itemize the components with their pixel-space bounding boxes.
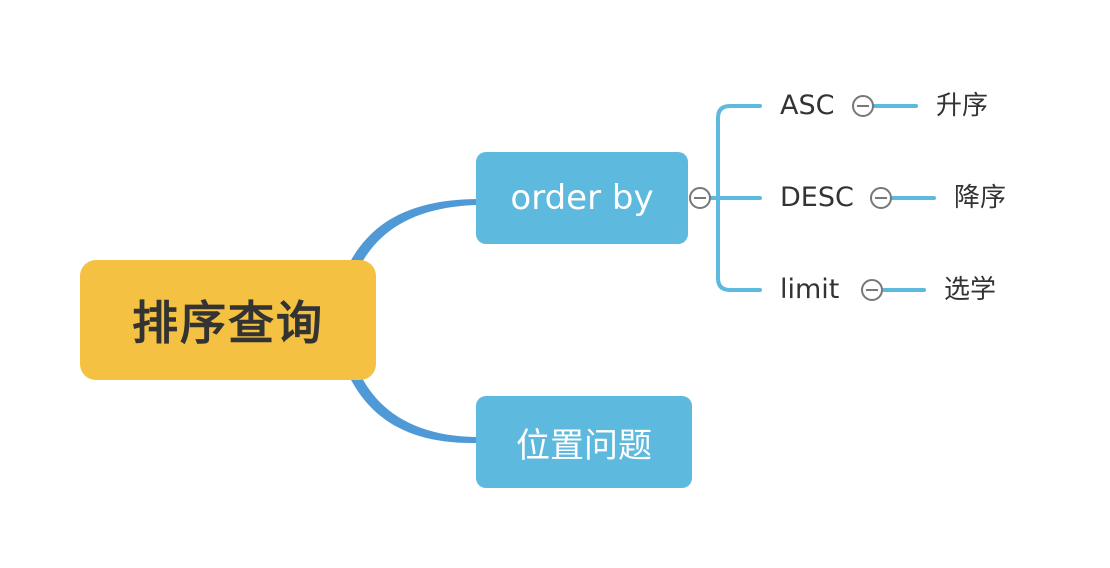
collapse-asc-icon[interactable] (852, 95, 874, 117)
subtopic-desc-label: DESC (780, 182, 854, 213)
leaf-ascending-label: 升序 (936, 91, 989, 121)
connector-root-orderby (350, 199, 476, 266)
leaf-ascending[interactable]: 升序 (936, 89, 988, 123)
subtopic-desc[interactable]: DESC (780, 181, 854, 215)
subtopic-limit[interactable]: limit (780, 273, 839, 307)
root-topic-label: 排序查询 (132, 296, 324, 350)
subtopic-limit-label: limit (780, 274, 840, 305)
leaf-optional-label: 选学 (944, 275, 997, 305)
leaf-descending-label: 降序 (954, 183, 1007, 213)
root-topic[interactable]: 排序查询 (80, 260, 376, 380)
topic-position-issue[interactable]: 位置问题 (476, 396, 692, 488)
subtopic-asc[interactable]: ASC (780, 89, 834, 123)
collapse-order-by-icon[interactable] (689, 187, 711, 209)
leaf-optional[interactable]: 选学 (944, 273, 996, 307)
collapse-desc-icon[interactable] (870, 187, 892, 209)
topic-order-by[interactable]: order by (476, 152, 688, 244)
topic-order-by-label: order by (510, 178, 654, 218)
collapse-limit-icon[interactable] (861, 279, 883, 301)
topic-position-issue-label: 位置问题 (516, 425, 652, 466)
leaf-descending[interactable]: 降序 (954, 181, 1006, 215)
subtopic-asc-label: ASC (780, 90, 835, 121)
connector-root-position (350, 374, 476, 444)
